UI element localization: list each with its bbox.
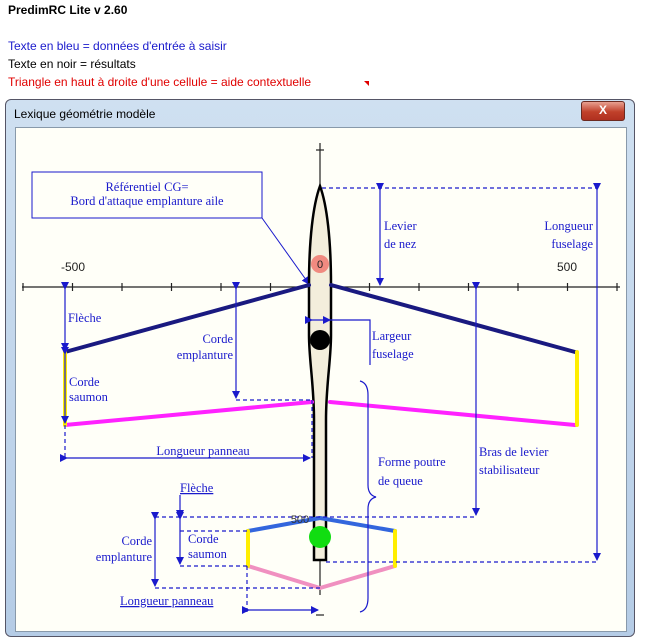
wing-root-chord-label-1: Corde xyxy=(202,332,233,346)
stab-panel-length-label: Longueur panneau xyxy=(120,594,214,608)
wing-sweep-label: Flèche xyxy=(68,311,102,325)
close-button[interactable]: X xyxy=(581,101,625,121)
stab-leading-left xyxy=(246,516,322,533)
ref-cg-pointer xyxy=(261,217,310,285)
wing-panel-length-label: Longueur panneau xyxy=(156,444,250,458)
wing-leading-edge-right xyxy=(329,283,577,354)
stab-trailing-left xyxy=(246,564,322,590)
legend-help-text: Triangle en haut à droite d'une cellule … xyxy=(8,75,312,89)
stab-tip-chord-label-1: Corde xyxy=(188,532,219,546)
axis-label-500: 500 xyxy=(557,260,577,274)
wing-trailing-edge-right xyxy=(328,400,577,427)
tail-boom-label-1: Forme poutre xyxy=(378,455,446,469)
wing-leading-edge-left xyxy=(63,283,311,354)
axis-label-vertical-500: 500 xyxy=(291,514,309,526)
stab-lever-arm-label-2: stabilisateur xyxy=(479,463,540,477)
nose-lever-label-1: Levier xyxy=(384,219,417,233)
ref-cg-line1: Référentiel CG= xyxy=(105,180,188,194)
app-title: PredimRC Lite v 2.60 xyxy=(8,3,128,17)
fuselage-length-label-1: Longueur xyxy=(544,219,593,233)
cg-marker xyxy=(310,330,330,350)
fuselage-width-label-2: fuselage xyxy=(372,347,414,361)
stab-trailing-right xyxy=(318,564,397,590)
wing-tip-chord-label-1: Corde xyxy=(69,375,100,389)
wing-trailing-edge-left xyxy=(63,400,314,427)
ref-cg-box xyxy=(31,171,263,219)
stab-tip-chord-label-2: saumon xyxy=(188,547,228,561)
stab-lever-arm-label-1: Bras de levier xyxy=(479,445,549,459)
wing-root-chord-label-2: emplanture xyxy=(177,348,234,362)
stab-sweep-label: Flèche xyxy=(180,481,214,495)
fuselage-length-label-2: fuselage xyxy=(551,237,593,251)
origin-marker xyxy=(311,255,329,273)
wing-tip-chord-label-2: saumon xyxy=(69,390,109,404)
ref-cg-line2: Bord d'attaque emplanture aile xyxy=(70,194,224,208)
legend-input-text: Texte en bleu = données d'entrée à saisi… xyxy=(8,39,227,53)
axis-label-neg500: -500 xyxy=(61,260,85,274)
stab-root-chord-label-1: Corde xyxy=(121,534,152,548)
comment-indicator-icon[interactable] xyxy=(364,81,369,86)
fuselage xyxy=(307,182,333,562)
legend-result-text: Texte en noir = résultats xyxy=(8,57,136,71)
dialog-title: Lexique géométrie modèle xyxy=(14,107,156,121)
tail-boom-label-2: de queue xyxy=(378,474,423,488)
axis-label-zero: 0 xyxy=(317,259,323,271)
tail-boom-brace xyxy=(359,380,377,613)
stab-root-chord-label-2: emplanture xyxy=(96,550,153,564)
fuselage-width-label-1: Largeur xyxy=(372,329,412,343)
stab-leading-right xyxy=(318,516,397,533)
nose-lever-label-2: de nez xyxy=(384,237,417,251)
stab-marker xyxy=(309,526,331,548)
